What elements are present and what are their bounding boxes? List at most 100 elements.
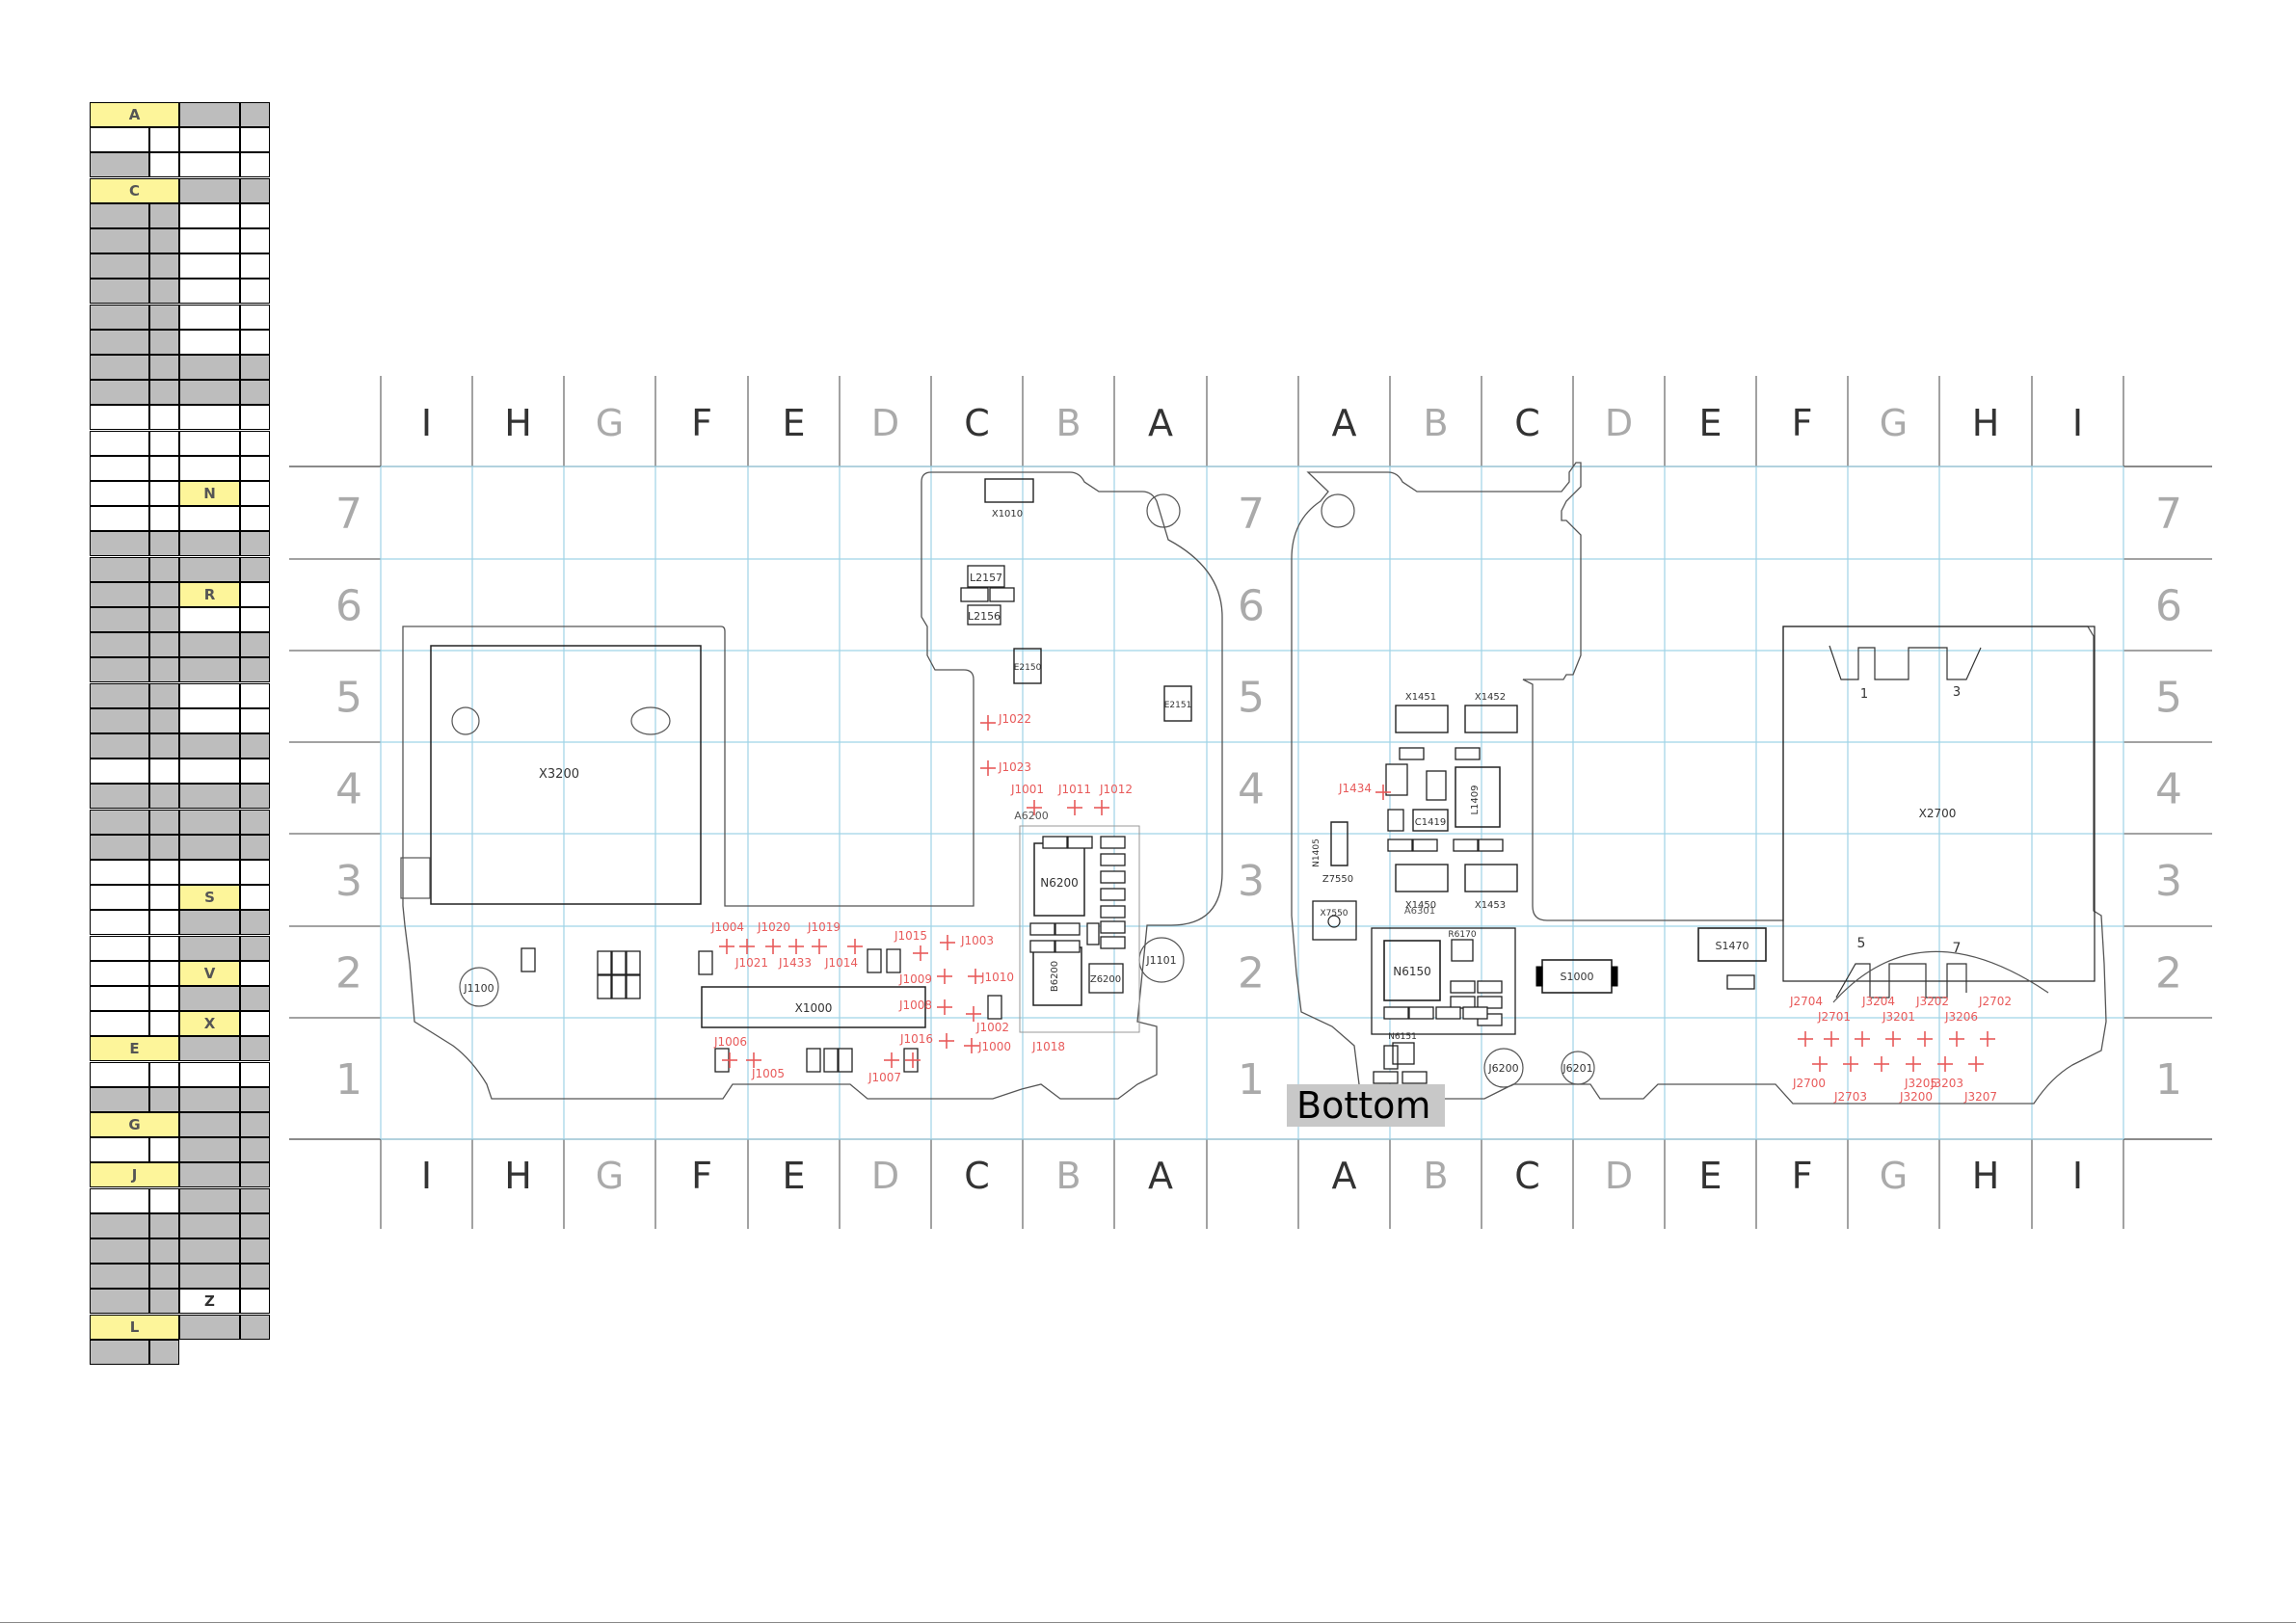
column-letter: C: [964, 402, 990, 444]
legend-cell: [90, 556, 149, 582]
legend-cell: V: [179, 960, 240, 986]
component-label: S1470: [1716, 940, 1749, 952]
legend-cell: [149, 329, 179, 355]
legend-cell: [149, 1212, 179, 1238]
legend-cell: [149, 910, 179, 936]
legend-cell: [179, 455, 240, 481]
legend-cell: [149, 279, 179, 305]
legend-cell: [90, 834, 149, 860]
component-label: L1409: [1470, 785, 1481, 814]
legend-cell: [90, 581, 149, 607]
legend-cell: [149, 355, 179, 380]
x3200-tab: [400, 857, 431, 899]
test-point-label: J1005: [751, 1067, 785, 1080]
legend-cell: [149, 1011, 179, 1037]
legend-cell: [179, 986, 240, 1011]
legend-cell: [179, 707, 240, 733]
legend-cell: [240, 1036, 270, 1062]
legend-cell: [240, 253, 270, 280]
smd: [1055, 922, 1081, 936]
legend-cell: [240, 784, 270, 810]
legend-cell: [240, 481, 270, 506]
legend-cell: [149, 860, 179, 885]
e2150: [1013, 648, 1042, 684]
smd: [1383, 1045, 1399, 1070]
mount-hole: [1561, 1051, 1595, 1085]
smd: [1455, 747, 1481, 760]
legend-cell: [149, 202, 179, 228]
legend-cell: [240, 581, 270, 607]
row-number: 5: [2155, 674, 2182, 723]
column-letter: A: [1148, 1155, 1173, 1197]
z7550: [1330, 821, 1348, 866]
legend-cell: [90, 202, 149, 228]
x2700: [1782, 626, 2096, 982]
test-point-label: J1009: [898, 972, 932, 986]
legend-cell: [240, 355, 270, 380]
smd: [1067, 836, 1093, 849]
connector-pad: [1395, 705, 1449, 733]
column-letter: A: [1148, 402, 1173, 444]
column-letter: G: [1880, 1155, 1908, 1197]
legend-cell: [179, 355, 240, 380]
x2700-pins-bottom: [1835, 963, 1967, 998]
test-point-label: J1004: [710, 920, 744, 934]
legend-cell: [240, 1212, 270, 1238]
legend-cell: [240, 506, 270, 532]
smd: [521, 947, 536, 972]
test-point-label: J3205: [1904, 1077, 1937, 1090]
legend-cell: [240, 657, 270, 683]
row-number: 5: [1238, 674, 1265, 723]
legend-cell: [90, 935, 149, 961]
component-label: A6200: [1014, 810, 1049, 822]
legend-cell: X: [179, 1011, 240, 1037]
legend-cell: R: [179, 581, 240, 607]
legend-cell: [240, 632, 270, 658]
column-letter: B: [1055, 402, 1081, 444]
test-point-label: J1002: [975, 1021, 1009, 1034]
component-label: B6200: [1050, 961, 1060, 992]
column-letter: F: [691, 1155, 712, 1197]
legend-cell: [179, 733, 240, 759]
legend-cell: [90, 860, 149, 885]
component-label: J1100: [463, 982, 494, 995]
legend-cell: [240, 986, 270, 1011]
test-point-label: J1012: [1099, 783, 1133, 796]
legend-cell: Z: [179, 1289, 240, 1315]
legend-cell: [240, 759, 270, 785]
column-letter: B: [1423, 1155, 1448, 1197]
legend-cell: [90, 228, 149, 253]
legend-cell: [179, 1314, 240, 1340]
legend-cell: [90, 329, 149, 355]
x1010: [984, 478, 1034, 503]
legend-cell: [90, 960, 149, 986]
legend-cell: L: [90, 1314, 179, 1340]
legend-cell: [149, 632, 179, 658]
legend-cell: G: [90, 1112, 179, 1137]
legend-cell: [149, 682, 179, 708]
smd: [1726, 974, 1755, 990]
legend-cell: [179, 834, 240, 860]
legend-cell: [240, 380, 270, 406]
row-number: 3: [2155, 857, 2182, 906]
legend-cell: [149, 809, 179, 835]
column-letter: I: [421, 1155, 432, 1197]
legend-cell: [149, 430, 179, 456]
legend-cell: [240, 152, 270, 178]
legend-cell: [240, 1137, 270, 1163]
legend-cell: [240, 102, 270, 127]
smd: [1100, 920, 1126, 934]
x7550: [1312, 900, 1357, 941]
column-letter: H: [504, 1155, 532, 1197]
legend-cell: [179, 506, 240, 532]
legend-cell: [149, 1187, 179, 1213]
test-point-label: J1016: [899, 1032, 933, 1046]
legend-cell: [149, 986, 179, 1011]
legend-cell: [90, 1238, 149, 1264]
column-letter: C: [1514, 402, 1540, 444]
row-number: 7: [1238, 490, 1265, 539]
n6151: [1392, 1042, 1415, 1065]
legend-cell: [179, 177, 240, 203]
l2157: [967, 565, 1005, 588]
